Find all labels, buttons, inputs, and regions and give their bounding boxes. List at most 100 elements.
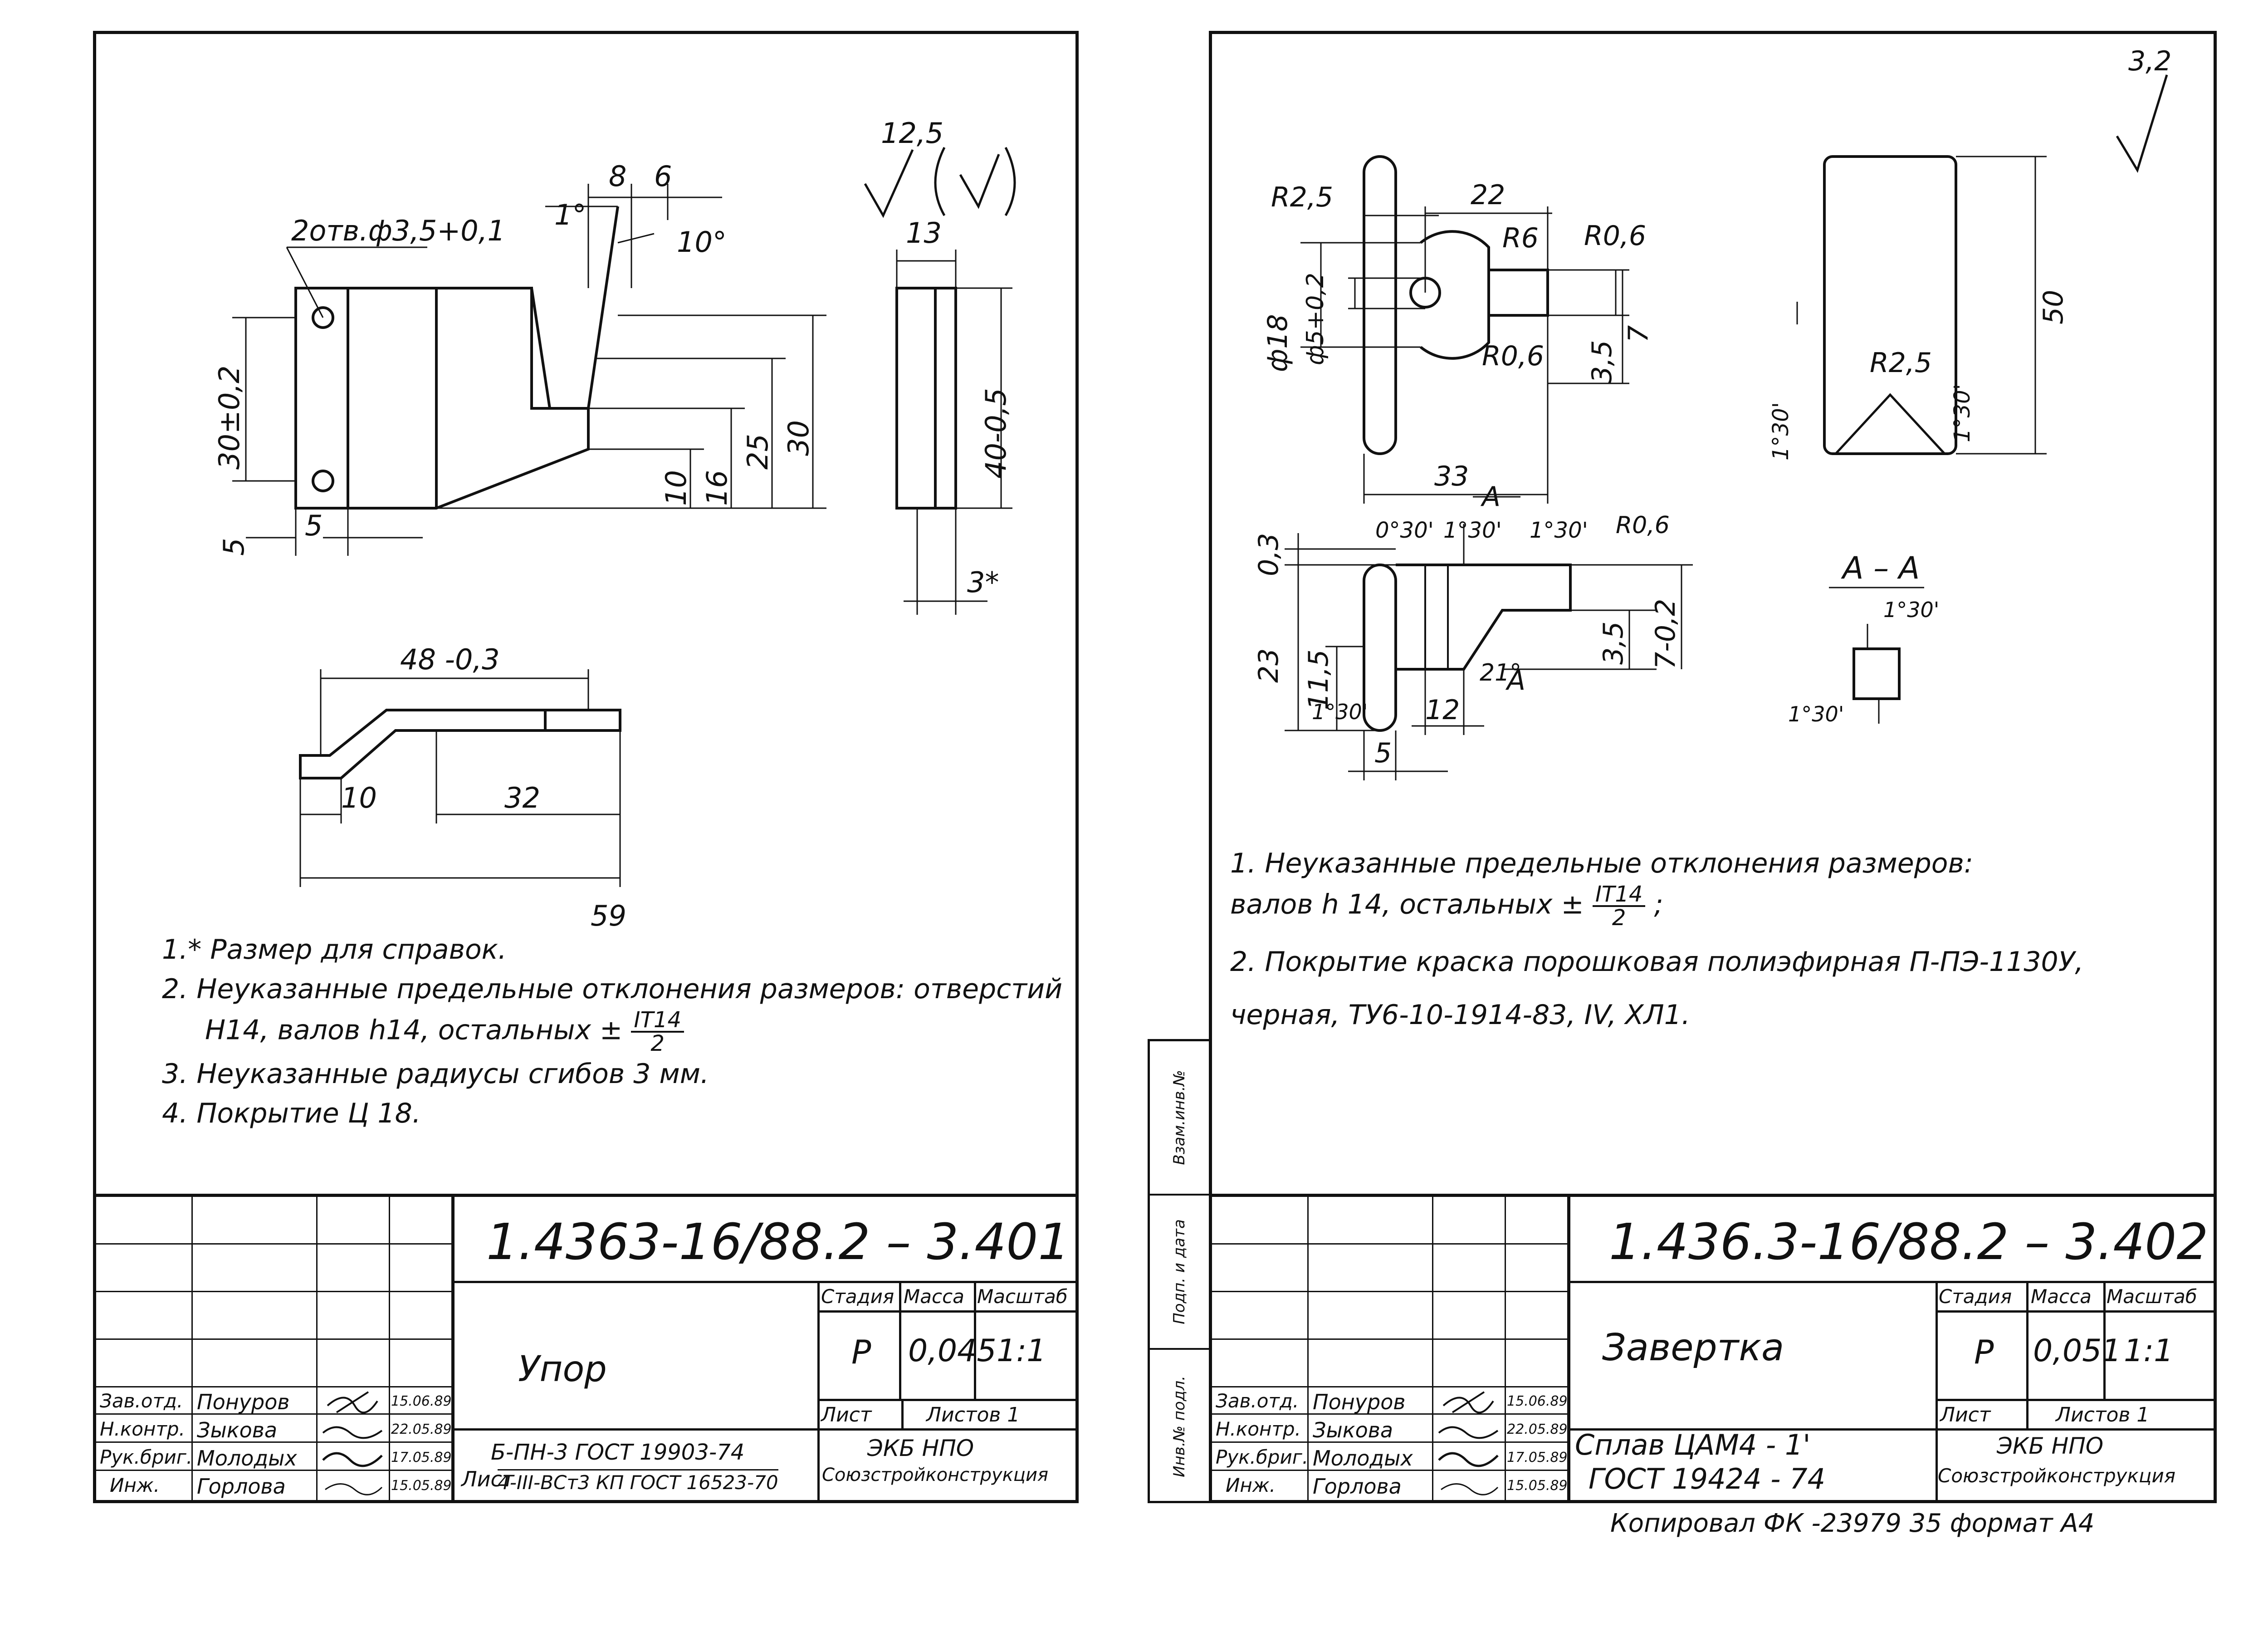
person-3: Горлова: [197, 1474, 286, 1499]
org-2-left: Союзстройконструкция: [822, 1465, 1049, 1485]
title-block-right: Зав.отд. Н.контр. Рук.бриг. Инж. Понуров…: [1212, 1194, 2214, 1500]
archive-strip: Взам.инв.№ Подп. и дата Инв.№ подл.: [1148, 1039, 1209, 1503]
org-2-right: Союзстройконструкция: [1938, 1465, 2176, 1487]
role-1: Н.контр.: [100, 1418, 185, 1440]
note-4: 4. Покрытие Ц 18.: [162, 1098, 421, 1129]
dim-5b: 5: [305, 509, 323, 542]
org-1-right: ЭКБ НПО: [1997, 1433, 2104, 1459]
date-1: 22.05.89: [391, 1421, 452, 1437]
role-2: Рук.бриг.: [100, 1446, 193, 1468]
note-r1b-text: валов h 14, остальных ±: [1230, 888, 1584, 921]
dim-h03: 0,3: [1253, 533, 1285, 576]
fraction-num: IT14: [631, 1009, 684, 1033]
dim-ang130g: 1°30': [1788, 702, 1844, 726]
material-1-left: Б-ПН-3 ГОСТ 19903-74: [491, 1440, 745, 1465]
mass-header-left: Масса: [904, 1285, 964, 1308]
stage-left: Р: [851, 1333, 871, 1371]
signature-grid-left: Зав.отд. Н.контр. Рук.бриг. Инж. Понуров…: [96, 1197, 455, 1500]
role-r2: Рук.бриг.: [1216, 1446, 1309, 1468]
dim-ang130a: 1°30': [1768, 402, 1794, 461]
signatures-right: [1438, 1391, 1499, 1495]
fraction-num-r: IT14: [1592, 883, 1646, 907]
dim-h23: 23: [1253, 648, 1285, 683]
stage-header-right: Стадия: [1939, 1285, 2012, 1308]
note-2a: 2. Неуказанные предельные отклонения раз…: [162, 973, 1063, 1005]
scale-header-right: Масштаб: [2107, 1285, 2197, 1308]
dim-d5: ф5+0,2: [1302, 273, 1329, 365]
title-block-left: Зав.отд. Н.контр. Рук.бриг. Инж. Понуров…: [96, 1194, 1076, 1500]
dim-h35: 3,5: [1586, 340, 1618, 383]
roughness-value-right: 3,2: [2128, 45, 2171, 77]
dim-d18: ф18: [1262, 314, 1294, 372]
role-r3: Инж.: [1226, 1474, 1276, 1496]
date-r3: 15.05.89: [1507, 1478, 1568, 1494]
dim-r25b: R2,5: [1870, 347, 1932, 379]
dim-ang030: 0°30': [1375, 518, 1434, 543]
section-label: А – А: [1841, 550, 1920, 586]
scale-left: 1:1: [997, 1333, 1046, 1369]
copy-footer: Копировал ФК -23979 35 формат А4: [1610, 1509, 2095, 1538]
roughness-value-left: 12,5: [881, 117, 943, 150]
sheet-label-left: Лист: [821, 1403, 872, 1426]
strip-label-1: Подп. и дата: [1170, 1219, 1188, 1324]
role-r0: Зав.отд.: [1216, 1390, 1299, 1412]
part-name-right: Завертка: [1602, 1326, 1784, 1369]
dim-w22: 22: [1471, 179, 1505, 211]
strip-label-2: Инв.№ подл.: [1170, 1376, 1188, 1477]
date-r0: 15.06.89: [1507, 1393, 1568, 1409]
dim-len-48: 48 -0,3: [400, 643, 500, 676]
dim-w5: 5: [1374, 737, 1392, 769]
role-3: Инж.: [110, 1474, 160, 1496]
strip-label-0: Взам.инв.№: [1170, 1070, 1188, 1165]
note-2b-text: Н14, валов h14, остальных ±: [205, 1014, 623, 1046]
dim-ang130b: 1°30': [1950, 384, 1975, 442]
dim-ang130c: 1°30': [1443, 518, 1502, 543]
dim-len-59: 59: [591, 899, 626, 932]
scale-header-left: Масштаб: [977, 1285, 1068, 1308]
strip-cell-0: Взам.инв.№: [1150, 1041, 1209, 1196]
dim-ang130e: 1°30': [1312, 700, 1368, 724]
sheets-label-left: Листов 1: [926, 1403, 1020, 1426]
stage-right: Р: [1974, 1333, 1994, 1371]
date-r2: 17.05.89: [1507, 1450, 1568, 1466]
material-2-left: 4-III-ВСт3 КП ГОСТ 16523-70: [498, 1469, 778, 1494]
person-0: Понуров: [197, 1390, 290, 1414]
date-2: 17.05.89: [391, 1450, 452, 1466]
notes-right: 1. Неуказанные предельные отклонения раз…: [1230, 844, 2083, 1035]
sheet-label-right: Лист: [1940, 1403, 1991, 1426]
dim-ang130f: 1°30': [1883, 598, 1939, 622]
strip-cell-2: Инв.№ подл.: [1150, 1350, 1209, 1503]
dim-angle-10: 10°: [677, 225, 727, 259]
dim-len-32: 32: [504, 781, 540, 814]
sheets-label-right: Листов 1: [2056, 1403, 2150, 1426]
note-r1: 1. Неуказанные предельные отклонения раз…: [1230, 848, 1974, 879]
dim-thickness-13: 13: [906, 216, 942, 250]
dim-r6: R6: [1502, 222, 1539, 254]
dim-width-8: 8: [609, 160, 626, 193]
dim-angle-1: 1°: [554, 198, 586, 231]
dim-ang130d: 1°30': [1530, 518, 1588, 543]
stage-header-left: Стадия: [821, 1285, 894, 1308]
signatures-left: [322, 1391, 383, 1495]
doc-code-right: 1.436.3-16/88.2 – 3.402: [1609, 1213, 2209, 1271]
material-prefix-left: Лист: [461, 1467, 514, 1491]
material-2-right: ГОСТ 19424 - 74: [1589, 1462, 1826, 1495]
signature-grid-right: Зав.отд. Н.контр. Рук.бриг. Инж. Понуров…: [1212, 1197, 1570, 1500]
doc-code-left: 1.4363-16/88.2 – 3.401: [486, 1213, 1070, 1271]
dim-h50: 50: [2038, 290, 2069, 324]
dim-h7b: 7-0,2: [1650, 599, 1681, 669]
dim-height-30-tol: 30±0,2: [213, 366, 246, 470]
person-r3: Горлова: [1313, 1474, 1402, 1499]
dim-secA2: А: [1505, 665, 1525, 696]
date-0: 15.06.89: [391, 1393, 452, 1409]
org-1-left: ЭКБ НПО: [867, 1435, 974, 1461]
dim-h115: 11,5: [1303, 649, 1334, 710]
dim-25: 25: [741, 434, 774, 470]
fraction-den-r: 2: [1612, 905, 1626, 931]
dim-height-40: 40-0,5: [979, 388, 1012, 479]
strip-cell-1: Подп. и дата: [1150, 1196, 1209, 1350]
fraction-den: 2: [650, 1031, 665, 1056]
